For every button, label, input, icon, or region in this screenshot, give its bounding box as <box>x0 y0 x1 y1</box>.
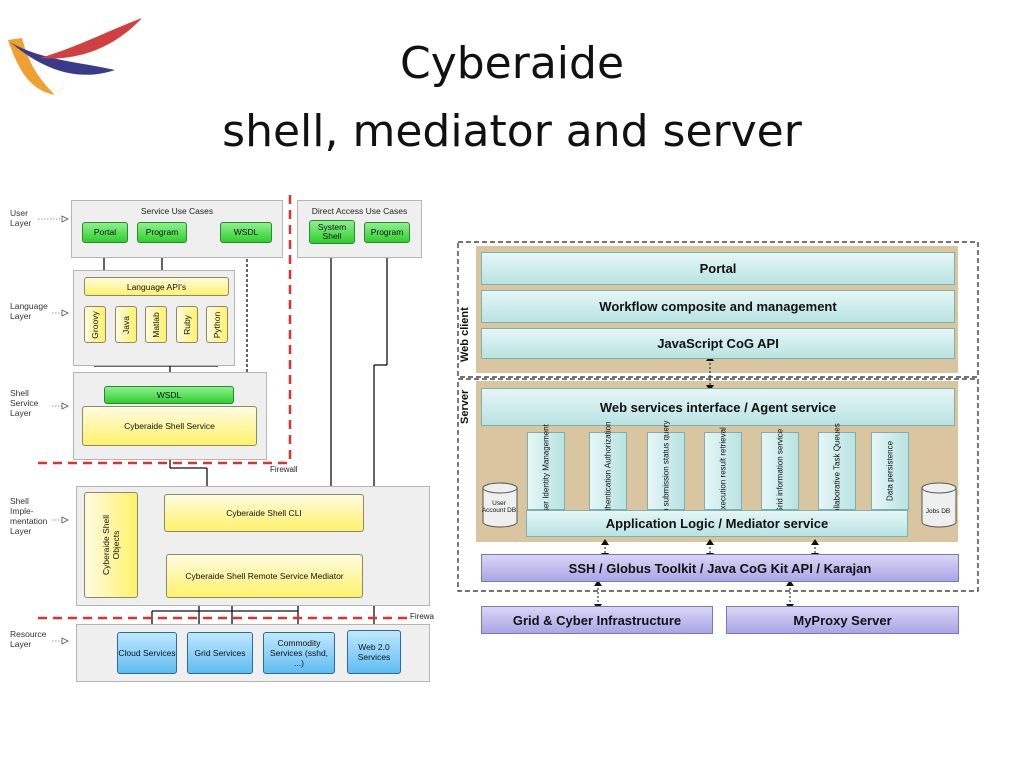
web-services-interface-box: Web services interface / Agent service <box>481 388 955 426</box>
jobs-db-label: Jobs DB <box>925 508 951 515</box>
service-grid-information-label: Grid information service <box>775 428 785 514</box>
service-task-queues: Collaborative Task Queues <box>818 423 856 519</box>
user-account-db-label: User Account DB <box>481 500 517 514</box>
service-authentication-label: Authentication Authorization <box>603 421 613 521</box>
direct-program-button[interactable]: Program <box>364 222 410 243</box>
shell-objects-label: Cyberaide Shell Objects <box>101 514 121 575</box>
logo-swoosh-icon <box>8 18 142 95</box>
language-apis-box: Language API's <box>84 277 229 296</box>
web20-services-box: Web 2.0 Services <box>347 630 401 674</box>
ruby-box: Ruby <box>176 306 198 343</box>
user-layer-label: User Layer <box>10 208 32 228</box>
python-box: Python <box>206 306 228 343</box>
java-label: Java <box>121 315 131 334</box>
javascript-cog-api-box: JavaScript CoG API <box>481 328 955 359</box>
myproxy-server-box: MyProxy Server <box>726 606 959 634</box>
shell-implementation-layer-label: Shell Imple- mentation Layer <box>10 496 48 536</box>
python-label: Python <box>212 311 222 338</box>
service-execution-label: Execution result retrieval <box>718 427 728 515</box>
service-job-submission-label: Job submission status query <box>661 420 671 522</box>
service-task-queues-label: Collaborative Task Queues <box>832 423 842 519</box>
portal-box: Portal <box>481 252 955 285</box>
service-authentication: Authentication Authorization <box>589 421 627 521</box>
groovy-label: Groovy <box>90 310 100 339</box>
shell-service-layer-label: Shell Service Layer <box>10 388 39 418</box>
matlab-box: Matlab <box>145 306 167 343</box>
grid-cyber-infrastructure-box: Grid & Cyber Infrastructure <box>481 606 713 634</box>
service-grid-information: Grid information service <box>761 428 799 514</box>
service-execution: Execution result retrieval <box>704 427 742 515</box>
commodity-services-box: Commodity Services (sshd, ...) <box>263 632 335 674</box>
service-job-submission: Job submission status query <box>647 421 685 521</box>
firewall-label-lower: Firewa <box>410 612 435 621</box>
cloud-services-box: Cloud Services <box>117 632 177 674</box>
wsdl-button[interactable]: WSDL <box>220 222 272 243</box>
middleware-box: SSH / Globus Toolkit / Java CoG Kit API … <box>481 554 959 582</box>
slide-title: Cyberaide <box>399 38 625 89</box>
cyberaide-shell-cli-box: Cyberaide Shell CLI <box>164 494 364 532</box>
groovy-box: Groovy <box>84 306 106 343</box>
service-user-identity-label: User Identity Management <box>541 424 551 518</box>
service-data-persistence-label: Data persistence <box>885 440 895 502</box>
ruby-label: Ruby <box>182 314 192 335</box>
shell-objects-box: Cyberaide Shell Objects <box>84 492 138 598</box>
language-layer-label: Language Layer <box>10 301 48 321</box>
remote-service-mediator-box: Cyberaide Shell Remote Service Mediator <box>166 554 363 598</box>
slide-subtitle: shell, mediator and server <box>222 106 802 157</box>
server-side-label: Server <box>459 389 471 424</box>
service-data-persistence: Data persistence <box>871 432 909 510</box>
service-use-cases-title: Service Use Cases <box>140 206 214 216</box>
firewall-label-upper: Firewall <box>270 465 298 474</box>
service-user-identity: User Identity Management <box>527 424 565 518</box>
matlab-label: Matlab <box>151 311 161 338</box>
resource-layer-label: Resource Layer <box>10 629 47 649</box>
shell-wsdl-box: WSDL <box>104 386 234 404</box>
portal-button[interactable]: Portal <box>82 222 128 243</box>
direct-access-title: Direct Access Use Cases <box>311 206 408 216</box>
application-logic-mediator-box: Application Logic / Mediator service <box>526 510 908 537</box>
web-client-side-label: Web client <box>459 307 471 362</box>
program-button[interactable]: Program <box>137 222 187 243</box>
system-shell-button[interactable]: System Shell <box>309 220 355 244</box>
grid-services-box: Grid Services <box>187 632 253 674</box>
cyberaide-shell-service-box: Cyberaide Shell Service <box>82 406 257 446</box>
java-box: Java <box>115 306 137 343</box>
workflow-box: Workflow composite and management <box>481 290 955 323</box>
